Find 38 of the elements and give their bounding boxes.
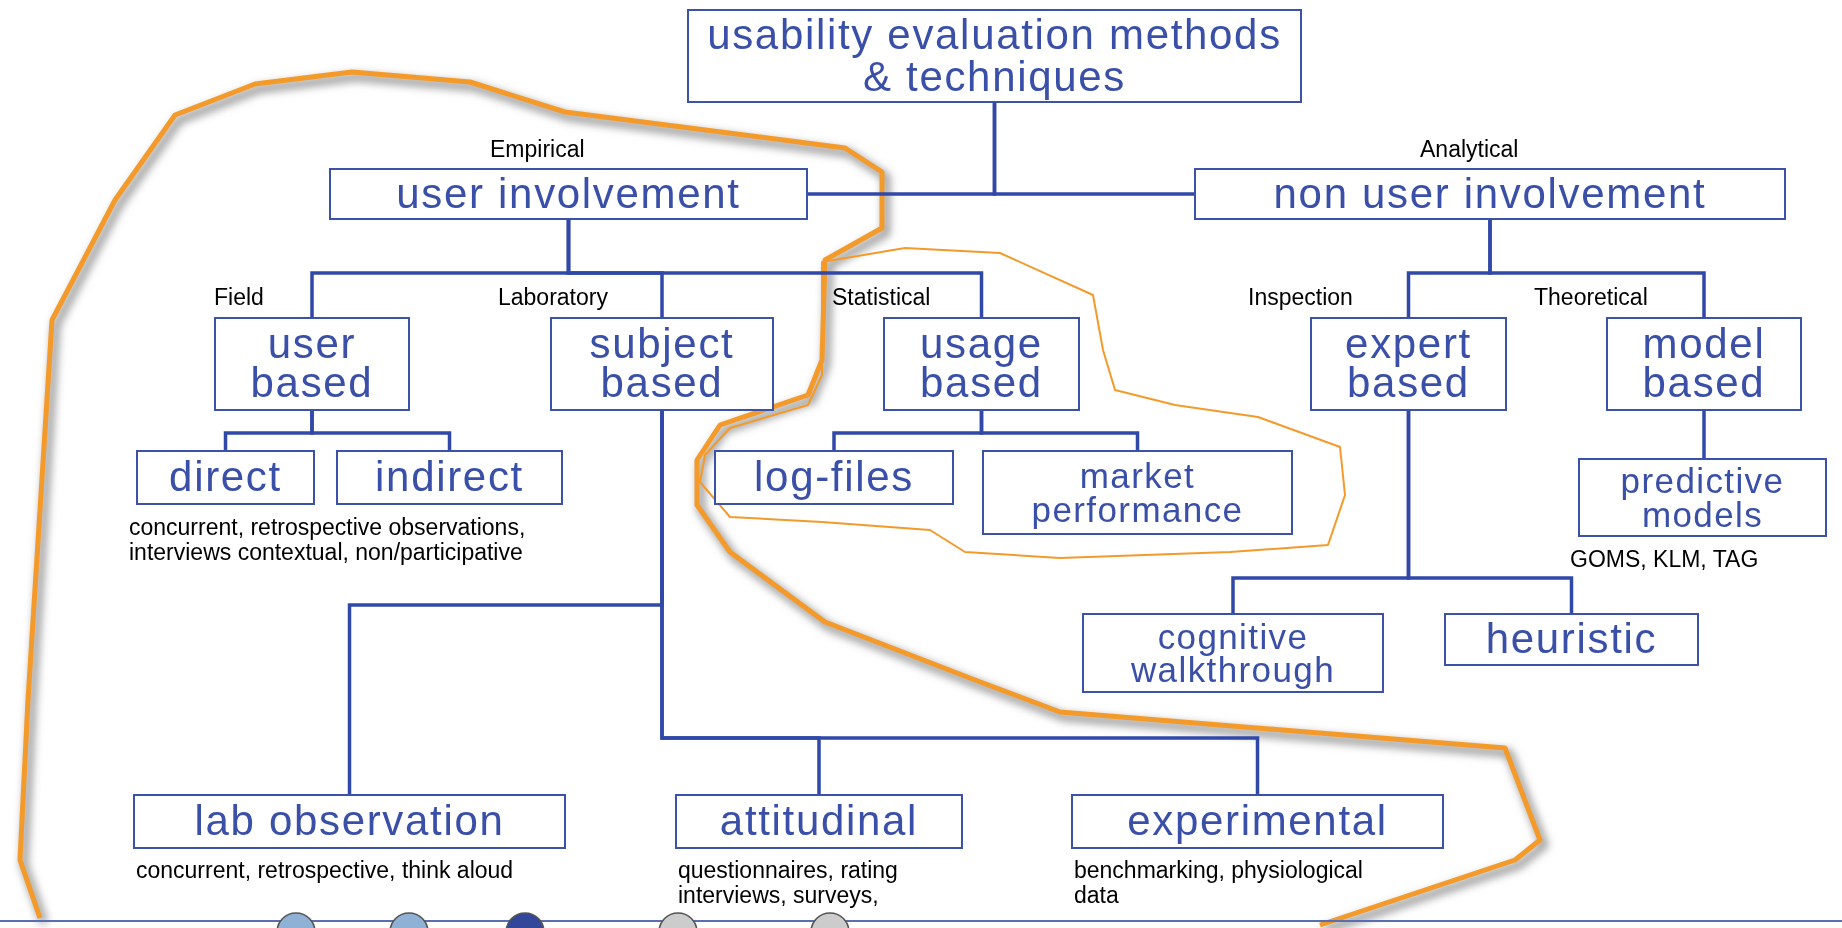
category-caption: Laboratory xyxy=(498,285,609,311)
method-box: market performance xyxy=(982,450,1293,535)
method-box: experimental xyxy=(1071,794,1444,849)
method-box: usability evaluation methods & techniques xyxy=(687,9,1302,103)
connector-line xyxy=(979,411,1140,450)
method-box: indirect xyxy=(336,450,563,505)
method-box: usage based xyxy=(883,317,1080,411)
method-box: user based xyxy=(214,317,410,411)
category-caption: benchmarking, physiological data xyxy=(1074,858,1364,909)
method-box: user involvement xyxy=(329,168,808,220)
connector-line xyxy=(660,411,1260,794)
connector-line xyxy=(1702,411,1706,458)
method-box: lab observation xyxy=(133,794,566,849)
category-caption: concurrent, retrospective, think aloud xyxy=(136,858,515,884)
category-caption: Empirical xyxy=(490,137,586,163)
method-box: subject based xyxy=(550,317,774,411)
method-box: direct xyxy=(136,450,315,505)
category-caption: Statistical xyxy=(832,285,932,311)
method-box: predictive models xyxy=(1578,458,1827,537)
method-box: cognitive walkthrough xyxy=(1082,613,1384,693)
method-box: log-files xyxy=(714,450,954,505)
method-box: heuristic xyxy=(1444,613,1699,666)
method-box: attitudinal xyxy=(675,794,963,849)
category-caption: questionnaires, rating interviews, surveys, xyxy=(678,858,899,909)
category-caption: Inspection xyxy=(1248,285,1354,311)
method-box: expert based xyxy=(1310,317,1507,411)
connector-line xyxy=(566,220,984,317)
connector-line xyxy=(1406,411,1574,613)
method-box: model based xyxy=(1606,317,1802,411)
method-note: concurrent, retrospective observations, interviews contextual, non/participative xyxy=(129,515,527,566)
category-caption: GOMS, KLM, TAG xyxy=(1570,547,1760,573)
category-caption: Theoretical xyxy=(1534,285,1649,311)
connector-line xyxy=(992,103,1194,196)
connector-line xyxy=(310,411,452,450)
connector-line xyxy=(1488,220,1706,317)
category-caption: Analytical xyxy=(1420,137,1520,163)
category-caption: Field xyxy=(214,285,265,311)
method-box: non user involvement xyxy=(1194,168,1786,220)
